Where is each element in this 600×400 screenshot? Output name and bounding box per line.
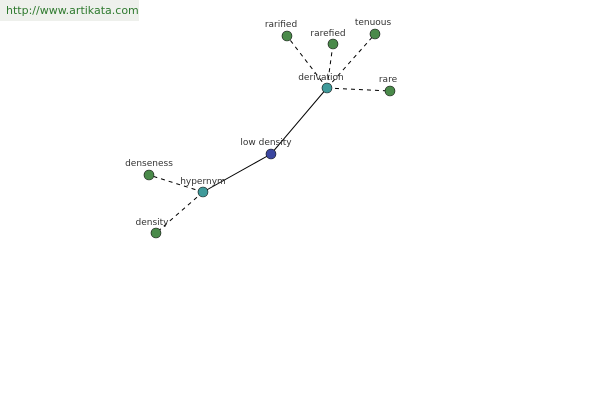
node-density[interactable]: density xyxy=(136,218,170,239)
node-rarified-label: rarified xyxy=(265,20,297,30)
node-rarefied[interactable]: rarefied xyxy=(310,29,346,50)
edge-center-derivation xyxy=(270,87,328,155)
node-rare-label: rare xyxy=(379,75,398,85)
node-tenuous-label: tenuous xyxy=(355,18,392,28)
node-rare[interactable]: rare xyxy=(379,75,398,97)
site-watermark[interactable]: http://www.artikata.com xyxy=(0,0,139,21)
node-tenuous[interactable]: tenuous xyxy=(355,18,392,40)
node-density-marker[interactable] xyxy=(150,227,162,239)
graph-edges xyxy=(148,33,391,234)
node-center-label: low density xyxy=(240,138,292,148)
node-center-marker[interactable] xyxy=(265,148,277,160)
node-derivation-label: derivation xyxy=(298,73,344,83)
edge-center-hypernym xyxy=(202,153,272,193)
node-hypernym-label: hypernym xyxy=(180,177,226,187)
node-rarefied-label: rarefied xyxy=(310,29,345,39)
edge-derivation-rare xyxy=(326,87,391,92)
node-rarefied-marker[interactable] xyxy=(327,38,339,50)
node-rarified[interactable]: rarified xyxy=(265,20,297,42)
node-hypernym-marker[interactable] xyxy=(197,186,209,198)
node-density-label: density xyxy=(136,218,170,228)
node-derivation-marker[interactable] xyxy=(321,82,333,94)
node-center[interactable]: low density xyxy=(240,138,292,160)
graph-nodes: low density derivation hypernym rarified rar… xyxy=(125,18,398,239)
edge-derivation-rarified xyxy=(286,35,328,89)
node-derivation[interactable]: derivation xyxy=(298,73,344,94)
node-tenuous-marker[interactable] xyxy=(369,28,381,40)
node-rare-marker[interactable] xyxy=(384,85,396,97)
node-denseness[interactable]: denseness xyxy=(125,159,173,181)
edge-hypernym-density xyxy=(155,191,204,234)
edge-hypernym-denseness xyxy=(148,174,204,193)
node-rarified-marker[interactable] xyxy=(281,30,293,42)
node-denseness-label: denseness xyxy=(125,159,173,169)
node-hypernym[interactable]: hypernym xyxy=(180,177,226,198)
node-denseness-marker[interactable] xyxy=(143,169,155,181)
